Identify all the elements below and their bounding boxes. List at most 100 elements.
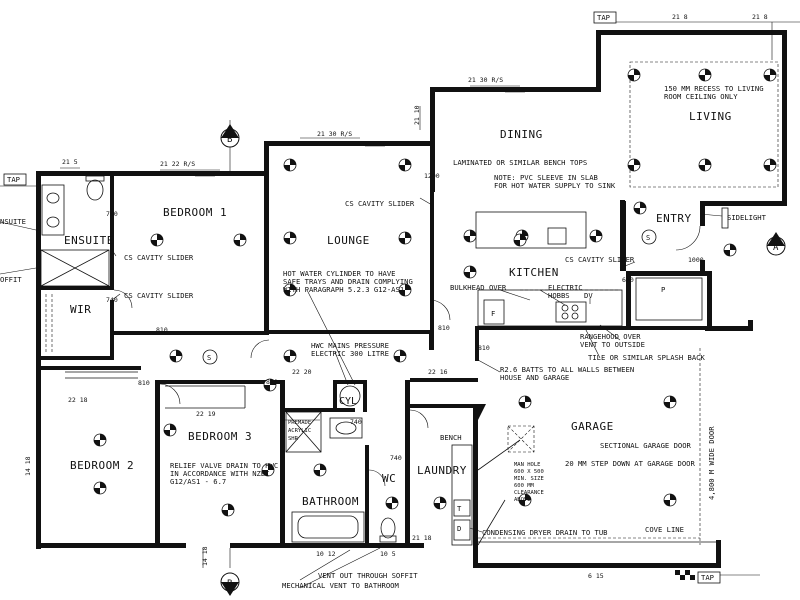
note-manhole: CLEARANCE: [514, 490, 544, 496]
note-dv: DV: [584, 291, 593, 300]
exterior-walls: [36, 30, 787, 568]
note-sidelight: SIDELIGHT: [727, 213, 767, 222]
room-label-bedroom-2: BEDROOM 2: [70, 459, 134, 472]
note-r24-batts: R2.6 BATTS TO ALL WALLS BETWEEN: [500, 365, 634, 374]
dimension: 810: [438, 324, 450, 332]
light-fixture-icon: [398, 231, 412, 245]
note-garage-door-width: 4,800 M WIDE DOOR: [707, 426, 716, 500]
smoke-detector: S: [641, 229, 657, 245]
dimension: 22 18: [68, 396, 88, 404]
light-fixture-icon: [433, 496, 447, 510]
label-cyl: CYL: [339, 396, 357, 407]
dimension: 6 15: [588, 572, 604, 580]
svg-text:A: A: [773, 243, 779, 253]
light-fixture-icon: [763, 68, 777, 82]
section-marker-a: A: [766, 232, 786, 256]
light-fixture-icon: [169, 349, 183, 363]
room-label-wc: WC: [382, 472, 396, 485]
interior-walls: [41, 176, 707, 568]
light-fixture-icon: [518, 395, 532, 409]
light-fixture-icon: [150, 233, 164, 247]
tap-marker-left: TAP: [3, 173, 27, 186]
light-fixture-icon: [463, 265, 477, 279]
section-marker-b-bottom: B: [220, 572, 240, 596]
note-tile-splash: TILE OR SIMILAR SPLASH BACK: [588, 353, 706, 362]
dimension: 10 5: [380, 550, 396, 558]
room-label-bedroom-1: BEDROOM 1: [163, 206, 227, 219]
note-cove-line: COVE LINE: [645, 525, 684, 534]
note-manhole: MIN. SIZE: [514, 476, 544, 482]
light-fixture-icon: [283, 231, 297, 245]
light-fixture-icon: [518, 493, 532, 507]
light-fixture-icon: [221, 503, 235, 517]
dimension: 21 30 R/S: [317, 130, 352, 138]
light-fixture-icon: [763, 158, 777, 172]
svg-text:TAP: TAP: [7, 175, 20, 184]
tap-marker-bottom: TAP: [697, 571, 721, 584]
note-electric-hobbs: HOBBS: [548, 291, 570, 300]
room-label-kitchen: KITCHEN: [509, 266, 559, 279]
light-fixture-icon: [723, 243, 737, 257]
note-rangehood: VENT TO OUTSIDE: [580, 340, 645, 349]
note-living-recess: 150 MM RECESS TO LIVING: [664, 84, 764, 93]
label-pantry: P: [661, 285, 665, 294]
room-label-bedroom-3: BEDROOM 3: [188, 430, 252, 443]
light-fixture-icon: [627, 158, 641, 172]
svg-text:S: S: [207, 354, 211, 362]
svg-text:TAP: TAP: [701, 573, 714, 582]
note-r24-batts: HOUSE AND GARAGE: [500, 373, 569, 382]
light-fixture-icon: [698, 68, 712, 82]
note-vent-soffit: VENT OUT THROUGH SOFFIT: [318, 571, 418, 580]
room-label-wir: WIR: [70, 303, 91, 316]
note-hwc-mains: HWC MAINS PRESSURE: [311, 341, 389, 350]
light-fixture-icon: [93, 481, 107, 495]
note-rangehood: RANGEHOOD OVER: [580, 332, 641, 341]
svg-text:B: B: [227, 135, 232, 145]
light-fixture-icon: [589, 229, 603, 243]
note-relief-valve: G12/AS1 - 6.7: [170, 477, 226, 486]
dimension: 740: [390, 454, 402, 462]
note-premade-shower: PREMADE: [288, 420, 311, 426]
light-fixture-icon: [513, 233, 527, 247]
dimension: 810: [138, 379, 150, 387]
tap-marker-top: TAP: [593, 11, 617, 24]
note-soffit-edge: OFFIT: [0, 275, 22, 284]
note-cavity-slider-entry: CS CAVITY SLIDER: [565, 255, 635, 264]
light-fixture-icon: [313, 463, 327, 477]
svg-text:TAP: TAP: [597, 13, 610, 22]
dimension: 810: [266, 378, 278, 386]
label-tub: T: [457, 504, 462, 513]
label-dryer: D: [457, 524, 461, 533]
note-hot-water-cylinder: HOT WATER CYLINDER TO HAVE: [283, 269, 396, 278]
light-fixtures: [93, 68, 777, 517]
room-label-lounge: LOUNGE: [327, 234, 370, 247]
light-fixture-icon: [261, 463, 275, 477]
note-manhole: ABOVE: [514, 497, 531, 503]
note-hwc-mains: ELECTRIC 300 LITRE: [311, 349, 389, 358]
svg-text:S: S: [646, 234, 650, 242]
note-manhole: 600 X 500: [514, 469, 544, 475]
dimension: 21 5: [62, 158, 78, 166]
note-manhole: 600 MM: [514, 483, 535, 489]
room-label-living: LIVING: [689, 110, 732, 123]
room-label-entry: ENTRY: [656, 212, 692, 225]
note-mechanical-vent: MECHANICAL VENT TO BATHROOM: [282, 581, 400, 590]
dimension-lines: [0, 21, 800, 589]
note-step-down: 20 MM STEP DOWN AT GARAGE DOOR: [565, 459, 695, 468]
dimension: 21 8: [752, 13, 768, 21]
light-fixture-icon: [283, 283, 297, 297]
note-sectional-door: SECTIONAL GARAGE DOOR: [600, 441, 692, 450]
light-fixture-icon: [663, 493, 677, 507]
light-fixture-icon: [463, 229, 477, 243]
room-label-bathroom: BATHROOM: [302, 495, 359, 508]
dimension: 22 19: [196, 410, 216, 418]
note-relief-valve: IN ACCORDANCE WITH NZBC: [170, 469, 270, 478]
light-fixture-icon: [283, 158, 297, 172]
room-label-ensuite: ENSUITE: [64, 234, 114, 247]
note-bench-tops: LAMINATED OR SIMILAR BENCH TOPS: [453, 158, 587, 167]
fixtures: [40, 61, 779, 580]
light-fixture-icon: [393, 349, 407, 363]
light-fixture-icon: [398, 158, 412, 172]
dimension: 22 16: [428, 368, 448, 376]
note-hot-water-cylinder: SAFE TRAYS AND DRAIN COMPLYING: [283, 277, 413, 286]
